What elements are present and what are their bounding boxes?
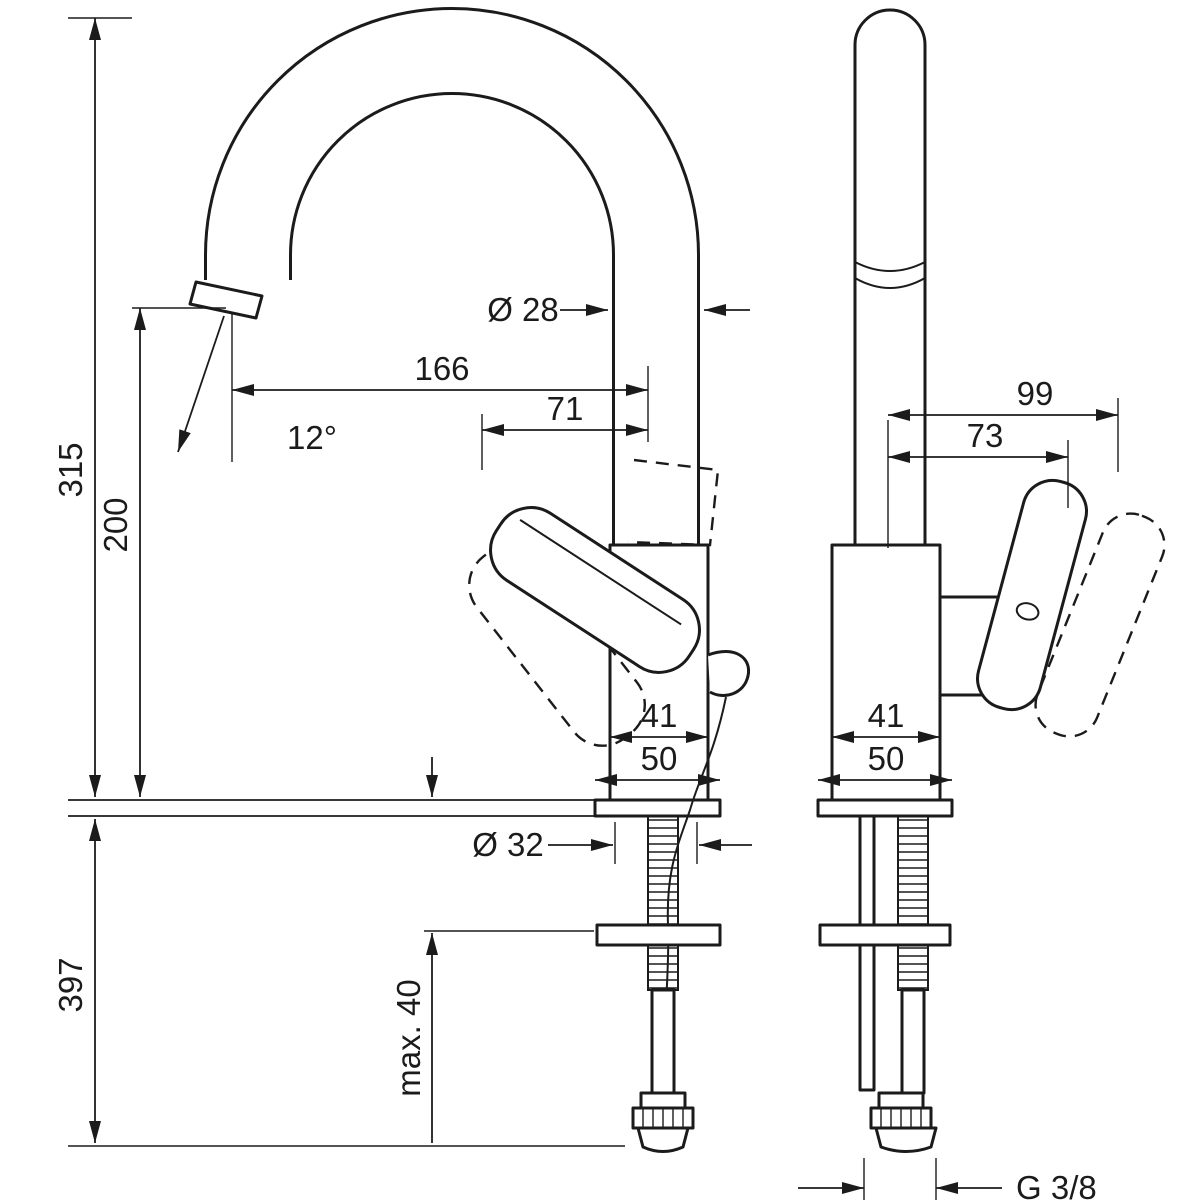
threaded-shank-side xyxy=(647,815,679,991)
dim-base-depth-label: 50 xyxy=(641,740,678,777)
dim-spout-diameter: Ø 28 xyxy=(487,291,750,328)
dim-body-width: 41 xyxy=(832,697,940,743)
supply-tube-front xyxy=(900,988,926,1095)
dim-body-depth: 41 xyxy=(610,697,708,743)
hose-end-front xyxy=(874,1126,938,1153)
dim-handle-reach: 99 xyxy=(887,375,1119,548)
dim-spout-diameter-label: Ø 28 xyxy=(487,291,559,328)
mounting-nut-front xyxy=(818,923,952,947)
handle-front xyxy=(976,478,1088,712)
dim-supply-connection: G 3/8 xyxy=(798,1158,1097,1200)
dim-hole-diameter: Ø 32 xyxy=(472,822,752,864)
dim-max-deck-thickness-label: max. 40 xyxy=(390,979,427,1096)
dim-body-depth-label: 41 xyxy=(641,697,678,734)
dim-handle-reach-label: 99 xyxy=(1017,375,1054,412)
dim-spout-reach: 166 xyxy=(231,312,649,462)
popup-rod-knob xyxy=(707,650,751,697)
faucet-body-front xyxy=(830,543,942,803)
dim-max-deck-thickness: max. 40 xyxy=(390,757,594,1143)
hose-fitting-front xyxy=(877,1091,925,1110)
hose-fitting-side xyxy=(639,1091,687,1110)
riser-pipe-front xyxy=(853,8,927,548)
dim-spout-pivot-offset: 71 xyxy=(481,390,648,470)
dim-below-deck-label: 397 xyxy=(52,957,89,1012)
dim-supply-connection-label: G 3/8 xyxy=(1016,1169,1097,1200)
dimension-annotations: 315 200 397 Ø 28 166 xyxy=(52,17,1119,1200)
mounting-nut-side xyxy=(595,923,722,947)
hose-end-side xyxy=(636,1126,690,1153)
aerator-band-front xyxy=(854,261,926,289)
dim-total-height: 315 xyxy=(52,17,132,797)
side-view xyxy=(188,7,751,1153)
spout-outlet xyxy=(188,280,264,320)
handle-alt-position-front xyxy=(1034,512,1166,738)
dim-73-label: 73 xyxy=(967,417,1004,454)
spout-tube-inner xyxy=(207,10,697,548)
hose-nut-side xyxy=(631,1106,695,1130)
dim-base-width: 50 xyxy=(818,740,952,786)
dim-spout-height: 200 xyxy=(97,307,226,797)
dim-base-depth: 50 xyxy=(595,740,720,786)
under-deck-front xyxy=(818,814,952,1153)
under-deck-side xyxy=(595,696,727,1153)
hose-nut-front xyxy=(869,1106,933,1130)
handle-side xyxy=(489,506,701,674)
supply-tube-side xyxy=(650,988,676,1097)
base-plate-side xyxy=(593,798,722,818)
dim-hole-diameter-label: Ø 32 xyxy=(472,826,544,863)
pull-rod-front xyxy=(858,814,876,1092)
dim-body-width-label: 41 xyxy=(868,697,905,734)
dim-spray-angle-label: 12° xyxy=(287,419,337,456)
dim-total-height-label: 315 xyxy=(52,442,89,497)
front-view xyxy=(816,8,1166,1153)
dim-base-width-label: 50 xyxy=(868,740,905,777)
threaded-shank-front xyxy=(897,815,929,991)
dim-spout-reach-label: 166 xyxy=(414,350,469,387)
dim-71-label: 71 xyxy=(547,390,584,427)
dim-spray-angle: 12° xyxy=(177,315,337,456)
dim-spout-height-label: 200 xyxy=(97,497,134,552)
spout-alt-position xyxy=(627,458,720,547)
dim-below-deck: 397 xyxy=(52,819,625,1147)
dim-handle-pivot-offset: 73 xyxy=(888,417,1069,508)
base-plate-front xyxy=(816,798,954,818)
